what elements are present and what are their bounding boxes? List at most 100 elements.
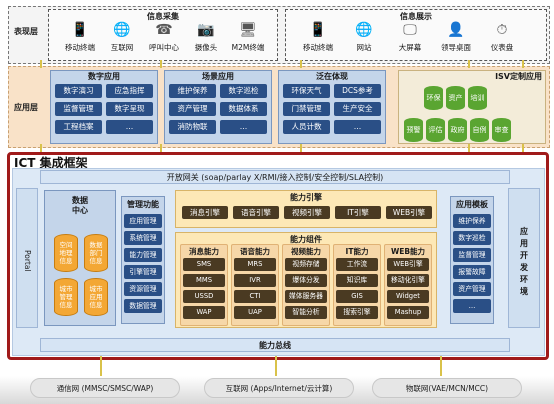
application-layer-label: 应用层 <box>14 103 38 112</box>
template-item: 监督管理 <box>453 248 491 262</box>
open-gateway-bar <box>40 170 510 184</box>
app-item: 生产安全 <box>334 102 381 116</box>
portal-column <box>16 188 38 328</box>
mgmt-item: 应用管理 <box>124 214 162 228</box>
app-item: 数字演习 <box>55 84 102 98</box>
engine-item: 视频引擎 <box>284 206 330 219</box>
app-item: … <box>334 120 381 134</box>
database-cylinder: 城市 应用 信息 <box>84 278 108 316</box>
devenv-column <box>508 188 540 328</box>
layer-arrow <box>468 60 470 68</box>
database-cylinder: 空间 地理 信息 <box>54 234 78 272</box>
isv-cylinder: 自例 <box>470 118 489 142</box>
app-item: 门禁管理 <box>283 102 330 116</box>
collect-device-icon: 🖥 <box>239 22 257 38</box>
component-item: Widget <box>387 290 429 303</box>
info-display-box <box>285 9 547 61</box>
isv-title: ISV定制应用 <box>495 72 542 81</box>
app-item: 数字巡检 <box>220 84 267 98</box>
component-col-title: 视频能力 <box>291 247 321 256</box>
display-device-icon: ⏱ <box>496 22 508 38</box>
component-item: GIS <box>336 290 378 303</box>
isv-cylinder: 环保 <box>424 86 443 110</box>
open-gateway-label: 开放网关 (soap/parlay X/RMI/接入控制/安全控制/SLA控制) <box>166 173 384 182</box>
mgmt-title: 管理功能 <box>127 200 159 209</box>
isv-cylinder: 资产 <box>446 86 465 110</box>
components-title: 能力组件 <box>290 235 322 244</box>
collect-device-label: 移动终端 <box>65 43 95 52</box>
layer-arrow <box>300 60 302 68</box>
network-cloud: 互联网 (Apps/Internet/云计算) <box>204 378 354 398</box>
devenv-label: 应用开发环境 <box>508 226 540 298</box>
ict-framework-title: ICT 集成框架 <box>14 156 88 170</box>
layer-arrow <box>522 60 524 68</box>
collect-device-icon: 🌐 <box>113 22 131 38</box>
component-item: CTI <box>234 290 276 303</box>
display-device-label: 领导桌面 <box>441 43 471 52</box>
isv-cylinder: 培训 <box>468 86 487 110</box>
app-item: 维护保养 <box>169 84 216 98</box>
layer-arrow <box>160 60 162 68</box>
layer-arrow <box>40 60 42 68</box>
engine-item: WEB引擎 <box>386 206 432 219</box>
data-center-title: 数据 中心 <box>72 196 88 215</box>
component-item: 移动化引擎 <box>387 274 429 287</box>
layer-arrow <box>160 144 162 154</box>
collect-device-icon: 📱 <box>71 22 89 38</box>
component-item: USSD <box>183 290 225 303</box>
network-cloud: 物联网(VAE/MCN/MCC) <box>372 378 522 398</box>
component-col-title: IT能力 <box>345 247 369 256</box>
app-item: 数字呈现 <box>106 102 153 116</box>
layer-arrow <box>40 144 42 154</box>
component-col-title: 消息能力 <box>189 247 219 256</box>
component-item: 工作流 <box>336 258 378 271</box>
layer-arrow <box>522 144 524 154</box>
network-arrow <box>275 356 277 380</box>
component-col-title: WEB能力 <box>390 247 426 256</box>
layer-arrow <box>468 144 470 154</box>
component-item: UAP <box>234 306 276 319</box>
app-group-title: 数字应用 <box>88 72 120 81</box>
collect-device-label: 互联网 <box>110 43 134 52</box>
template-item: 资产管理 <box>453 282 491 296</box>
component-item: MMS <box>183 274 225 287</box>
component-col-title: 语音能力 <box>240 247 270 256</box>
app-item: 数据体系 <box>220 102 267 116</box>
app-item: 工程档案 <box>55 120 102 134</box>
app-group-title: 泛在体现 <box>316 72 348 81</box>
display-device-label: 网站 <box>356 43 372 52</box>
mgmt-item: 数据管理 <box>124 299 162 313</box>
app-item: 应急指挥 <box>106 84 153 98</box>
isv-cylinder: 审查 <box>492 118 511 142</box>
info-collect-box <box>48 9 278 61</box>
component-item: MRS <box>234 258 276 271</box>
engine-item: IT引擎 <box>335 206 381 219</box>
template-item: 数字巡检 <box>453 231 491 245</box>
mgmt-item: 引擎管理 <box>124 265 162 279</box>
display-device-label: 大屏幕 <box>398 43 422 52</box>
info-collect-title: 信息采集 <box>147 12 179 21</box>
app-group-title: 场景应用 <box>202 72 234 81</box>
network-cloud: 通信网 (MMSC/SMSC/WAP) <box>30 378 180 398</box>
engine-title: 能力引擎 <box>290 193 322 202</box>
template-item: … <box>453 299 491 313</box>
database-cylinder: 数据 部门 信息 <box>84 234 108 272</box>
app-item: … <box>106 120 153 134</box>
component-item: 爆体分发 <box>285 274 327 287</box>
devenv-text: 应用开发环境 <box>520 227 528 296</box>
mgmt-item: 资源管理 <box>124 282 162 296</box>
portal-label: Portal <box>23 250 32 272</box>
component-item: 搜索引擎 <box>336 306 378 319</box>
template-item: 维护保养 <box>453 214 491 228</box>
app-item: 监督管理 <box>55 102 102 116</box>
display-device-label: 移动终端 <box>303 43 333 52</box>
mgmt-item: 能力管理 <box>124 248 162 262</box>
component-item: WEB引擎 <box>387 258 429 271</box>
info-display-title: 信息展示 <box>400 12 432 21</box>
collect-device-label: M2M终端 <box>231 43 265 52</box>
collect-device-label: 呼叫中心 <box>149 43 179 52</box>
template-title: 应用模板 <box>456 200 488 209</box>
display-device-icon: 🖵 <box>403 22 417 38</box>
engine-item: 语音引擎 <box>233 206 279 219</box>
display-device-icon: 🌐 <box>355 22 373 38</box>
